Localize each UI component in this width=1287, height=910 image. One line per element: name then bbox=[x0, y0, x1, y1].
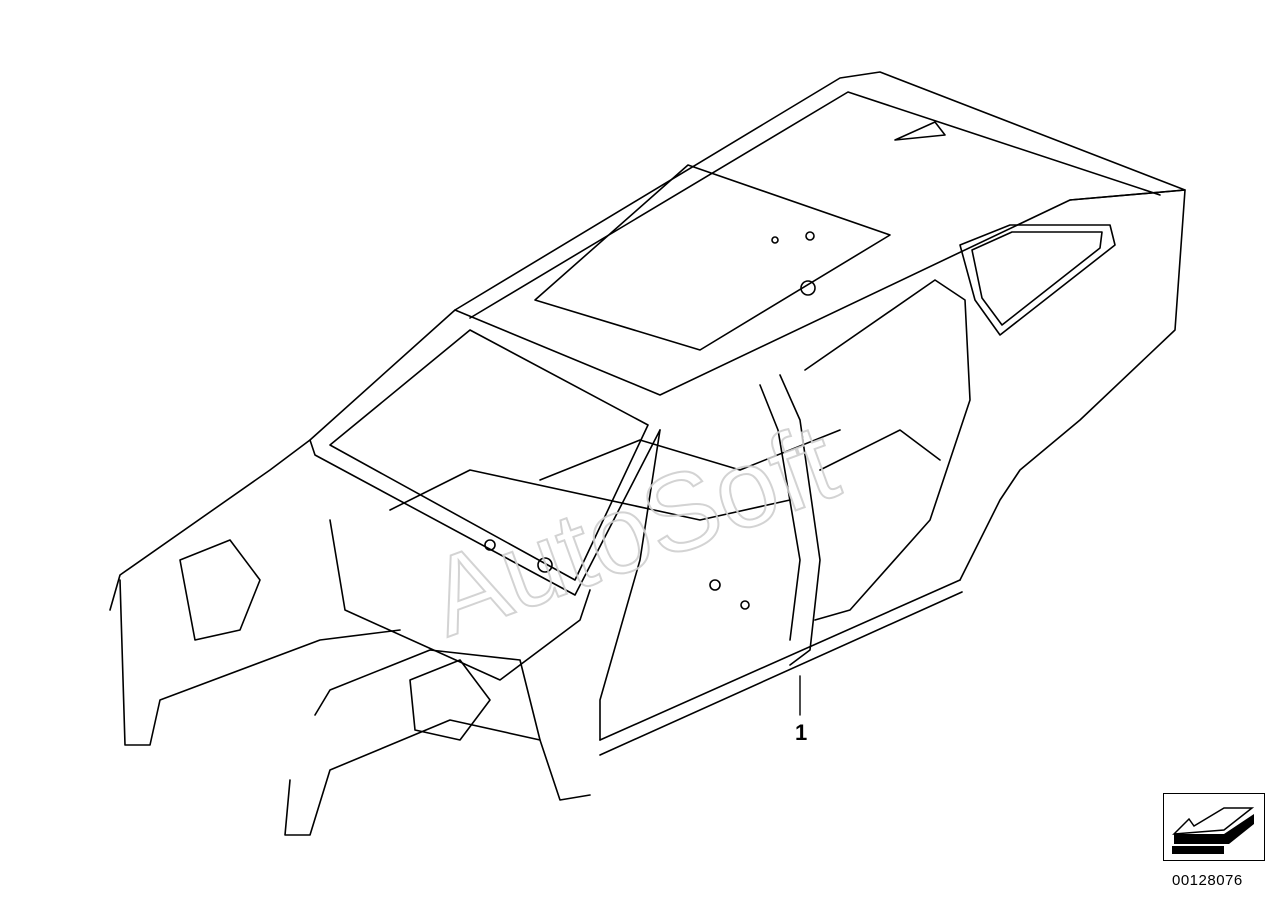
front-rail-left bbox=[119, 579, 401, 746]
arrow-down-left-icon bbox=[1172, 807, 1255, 854]
front-apron bbox=[314, 649, 591, 801]
b-pillar-inner bbox=[759, 384, 801, 641]
floor-panel bbox=[389, 469, 791, 521]
windshield-frame bbox=[309, 309, 661, 596]
rear-floor bbox=[819, 429, 941, 471]
strut-tower-left bbox=[179, 539, 261, 641]
quarter-window bbox=[959, 224, 1116, 336]
hole bbox=[800, 280, 816, 296]
a-pillar-left bbox=[109, 439, 311, 611]
watermark-icon: AutoSoft bbox=[414, 400, 853, 660]
firewall bbox=[329, 519, 591, 681]
drawing-number: 00128076 bbox=[1172, 872, 1243, 889]
hole bbox=[740, 600, 750, 610]
a-pillar-right bbox=[599, 429, 661, 741]
nav-arrow-button[interactable] bbox=[1163, 793, 1265, 861]
hole bbox=[805, 231, 815, 241]
sunroof-opening bbox=[534, 164, 891, 351]
hole bbox=[537, 557, 553, 573]
quarter-window-inner bbox=[971, 231, 1103, 326]
rear-door-opening bbox=[804, 279, 971, 621]
hole bbox=[709, 579, 721, 591]
side-sill-lower bbox=[599, 591, 963, 756]
side-sill bbox=[599, 579, 961, 741]
front-rail-right bbox=[284, 719, 541, 836]
hole bbox=[484, 539, 496, 551]
rear-quarter-panel bbox=[959, 189, 1186, 581]
floor-tunnel bbox=[539, 429, 841, 481]
roof-panel bbox=[454, 71, 1186, 396]
callout-label: 1 bbox=[795, 720, 808, 745]
hole bbox=[771, 236, 779, 244]
roof-mark bbox=[894, 121, 946, 141]
windshield-inner bbox=[329, 329, 649, 581]
b-pillar bbox=[779, 374, 821, 666]
strut-tower-right bbox=[409, 659, 491, 741]
roof-inner-edge bbox=[469, 91, 1161, 319]
